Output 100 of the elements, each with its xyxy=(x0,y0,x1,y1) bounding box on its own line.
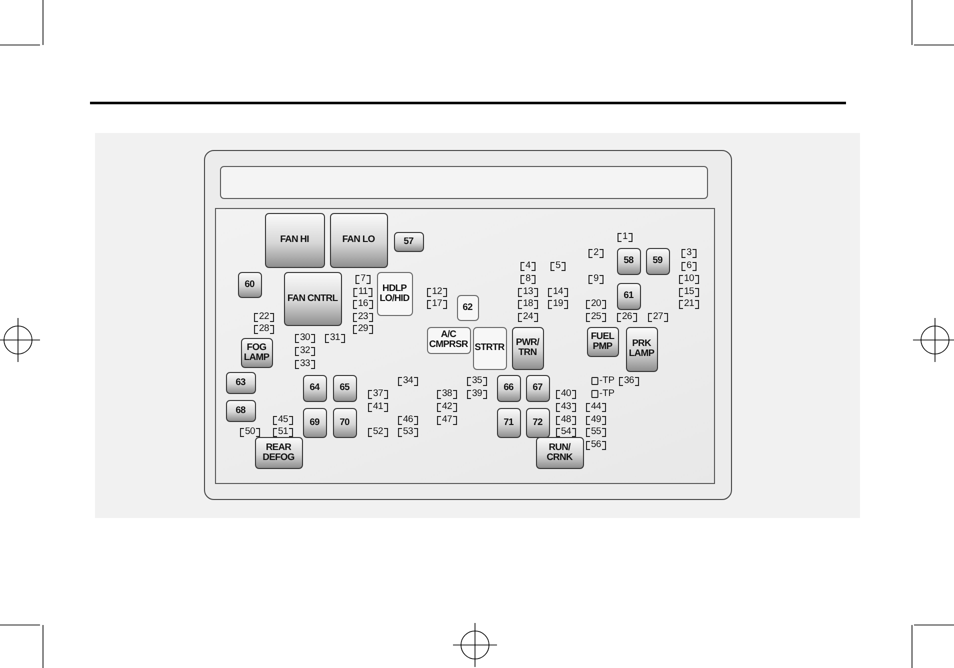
fuse-number: 1 xyxy=(618,232,632,242)
relay xyxy=(646,248,670,274)
fuse-number: 8 xyxy=(520,274,536,284)
relay xyxy=(238,272,262,298)
fuse-number: 45 xyxy=(273,415,293,425)
relay-label: 60 xyxy=(244,280,254,290)
fuse-number: 30 xyxy=(295,333,315,343)
fuse-number: 7 xyxy=(356,274,370,284)
relay xyxy=(472,326,506,370)
relay-label: 59 xyxy=(652,256,662,266)
fuse-number: 19 xyxy=(548,299,568,309)
fuse-number: 37 xyxy=(368,389,388,399)
fuse-number: 47 xyxy=(437,415,457,425)
relay xyxy=(526,374,550,402)
relay xyxy=(226,400,256,422)
fuse-number: 56 xyxy=(586,440,606,450)
fuse-number: 26 xyxy=(617,312,637,322)
fuse-number: 40 xyxy=(556,389,576,399)
fuse-number: 50 xyxy=(240,427,260,437)
relay xyxy=(626,326,658,372)
relay-label: 70 xyxy=(340,418,350,428)
relay xyxy=(496,408,520,438)
fuse-number: 31 xyxy=(325,333,345,343)
relay-label: 64 xyxy=(310,383,320,393)
fuse-number: 6 xyxy=(682,261,696,271)
relay xyxy=(456,294,478,320)
fuse-block-frame xyxy=(204,150,732,500)
fuse-number: 44 xyxy=(586,402,606,412)
fuse-number: 38 xyxy=(437,389,457,399)
fuse-number: 11 xyxy=(353,287,373,297)
fuse-number: 10 xyxy=(679,274,699,284)
fuse-number: 22 xyxy=(254,312,274,322)
relay-label: 66 xyxy=(504,383,514,393)
fuse-number: 24 xyxy=(518,312,538,322)
fuse-number: 21 xyxy=(679,299,699,309)
fuse-number: 27 xyxy=(648,312,668,322)
fuse-number: 36 xyxy=(619,376,639,386)
relay xyxy=(302,374,326,402)
relay-label: 71 xyxy=(504,418,514,428)
fuse-number: 12 xyxy=(427,287,447,297)
relay-label: 58 xyxy=(624,256,634,266)
relay xyxy=(512,326,544,370)
relay xyxy=(394,232,424,252)
fuse-number: 34 xyxy=(398,376,418,386)
relay xyxy=(254,436,302,468)
fuse-number: 20 xyxy=(586,299,606,309)
fuse-number: 32 xyxy=(295,346,315,356)
fuse-number: 4 xyxy=(520,261,536,271)
fuse-number: 55 xyxy=(586,427,606,437)
relay-label: 61 xyxy=(624,291,634,301)
relay-label: 57 xyxy=(404,236,414,246)
relay xyxy=(332,374,356,402)
relay xyxy=(284,272,342,326)
fuse-number: 54 xyxy=(556,427,576,437)
relay xyxy=(302,408,326,438)
relay-label: FAN CNTRL xyxy=(287,294,338,304)
fuse-number: 28 xyxy=(254,324,274,334)
fuse-number: 15 xyxy=(679,287,699,297)
fuse-number: 23 xyxy=(353,312,373,322)
fuse-number: 35 xyxy=(467,376,487,386)
fuse-number: 33 xyxy=(295,359,315,369)
relay-label: REAR DEFOG xyxy=(262,442,296,462)
fuse-number: 39 xyxy=(467,389,487,399)
relay xyxy=(586,326,618,356)
fuse-number: 9 xyxy=(588,274,604,284)
relay-label: HDLP LO/HID xyxy=(378,284,410,304)
terminal-label: -TP xyxy=(591,389,615,399)
relay-label: FAN HI xyxy=(280,235,309,245)
relay-label: STRTR xyxy=(474,343,504,353)
relay xyxy=(330,212,388,268)
fuse-number: 29 xyxy=(353,324,373,334)
fuse-number: 49 xyxy=(586,415,606,425)
relay-label: PWR/ TRN xyxy=(514,338,540,358)
fuse-number: 13 xyxy=(518,287,538,297)
fuse-number: 5 xyxy=(550,261,566,271)
fuse-number: 46 xyxy=(398,415,418,425)
fuse-number: 18 xyxy=(518,299,538,309)
relay-label: 63 xyxy=(236,378,246,388)
relay-label: A/C CMPRSR xyxy=(428,330,469,350)
fuse-number: 43 xyxy=(556,402,576,412)
relay xyxy=(332,408,356,438)
relay-label: FAN LO xyxy=(342,235,375,245)
relay-label: 65 xyxy=(340,383,350,393)
fuse-panel xyxy=(214,208,714,484)
relay-label: RUN/ CRNK xyxy=(546,442,574,462)
fuse-number: 14 xyxy=(548,287,568,297)
relay xyxy=(526,408,550,438)
fuse-number: 42 xyxy=(437,402,457,412)
relay-label: 72 xyxy=(532,418,542,428)
fuse-number: 53 xyxy=(398,427,418,437)
relay-label: 62 xyxy=(462,302,472,312)
relay-label: 69 xyxy=(310,418,320,428)
terminal-label: -TP xyxy=(591,376,615,386)
relay xyxy=(226,372,256,394)
relay-label: FOG LAMP xyxy=(242,342,270,362)
fuse-number: 3 xyxy=(682,248,696,258)
relay xyxy=(240,338,272,368)
relay xyxy=(264,212,324,268)
fuse-number: 48 xyxy=(556,415,576,425)
relay xyxy=(616,248,640,274)
